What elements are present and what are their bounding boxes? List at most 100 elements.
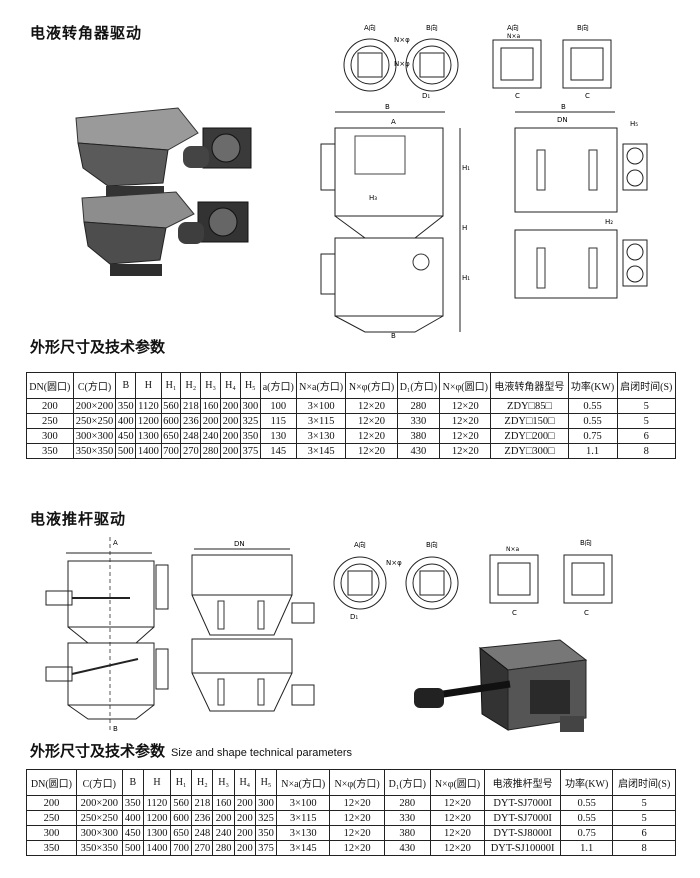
table-cell: 300×300 — [72, 428, 117, 444]
table-header-cell: H₁ — [160, 372, 182, 399]
table-cell: 12×20 — [345, 398, 398, 414]
h2-label: H₂ — [605, 218, 613, 226]
table-header-cell: H₄ — [233, 769, 256, 796]
n-phi-label-s2: N×φ — [386, 559, 402, 567]
table-header-cell: C(方口) — [75, 769, 123, 796]
table-cell: 12×20 — [345, 428, 398, 444]
nxa-label: N×a — [507, 33, 521, 40]
table-cell: 500 — [121, 840, 144, 856]
table-cell: 325 — [239, 413, 261, 429]
table-cell: 200 — [212, 810, 235, 826]
table-header-cell: N×φ(圆口) — [429, 769, 486, 796]
table-cell: 130 — [259, 428, 297, 444]
table-cell: 0.55 — [567, 398, 618, 414]
table-cell: 3×145 — [276, 840, 331, 856]
table-cell: 0.55 — [567, 413, 618, 429]
table-cell: 3×130 — [295, 428, 347, 444]
table-cell: 350×350 — [75, 840, 123, 856]
table-header-cell: H₅ — [239, 372, 261, 399]
table-cell: 400 — [115, 413, 137, 429]
nxa-label-s2: N×a — [506, 546, 520, 553]
table-cell: 560 — [170, 795, 193, 811]
table-header-cell: H₃ — [200, 372, 222, 399]
table-header-cell: N×a(方口) — [276, 769, 331, 796]
table-cell: 330 — [383, 810, 431, 826]
table-cell: 218 — [180, 398, 202, 414]
table-cell: 0.75 — [567, 428, 618, 444]
table-header-cell: 启闭时间(S) — [612, 769, 676, 796]
table-cell: 12×20 — [429, 840, 486, 856]
section1-front-elevation: B A H₁ H H₁ H₃ B — [320, 103, 470, 340]
table-cell: 380 — [396, 428, 441, 444]
table-cell: 12×20 — [329, 825, 385, 841]
table-cell: 12×20 — [329, 840, 385, 856]
table-cell: 12×20 — [429, 810, 486, 826]
rotary-actuator-valve-photo — [75, 107, 252, 276]
table-cell: 200 — [220, 443, 241, 459]
table-cell: 330 — [396, 413, 441, 429]
table-cell: 12×20 — [329, 810, 385, 826]
table-cell: 240 — [200, 428, 222, 444]
section1-title: 电液转角器驱动 — [30, 24, 143, 42]
table-header-cell: 启闭时间(S) — [616, 372, 676, 399]
table-cell: ZDY□200□ — [490, 428, 569, 444]
table-cell: 380 — [383, 825, 431, 841]
table-cell: 12×20 — [345, 443, 398, 459]
b-arrow-label-2: B — [113, 725, 118, 733]
table-header-cell: D₁(方口) — [383, 769, 431, 796]
section2-params-title-en: Size and shape technical parameters — [171, 747, 353, 759]
section2-params-title-cn: 外形尺寸及技术参数 — [30, 742, 166, 760]
b-view-label: B向 — [426, 23, 438, 32]
b-view-label-sq: B向 — [577, 23, 589, 32]
table-cell: 145 — [259, 443, 297, 459]
table-cell: 350 — [239, 428, 261, 444]
table-cell: 12×20 — [329, 795, 385, 811]
table-cell: 12×20 — [345, 413, 398, 429]
table-cell: 3×115 — [276, 810, 331, 826]
table-header-cell: N×a(方口) — [295, 372, 347, 399]
table-cell: ZDY□150□ — [490, 413, 569, 429]
c-label-s2b: C — [584, 609, 589, 617]
a-arrow-label-2: A — [113, 539, 118, 547]
table-cell: 3×115 — [295, 413, 347, 429]
table-cell: 200 — [220, 398, 241, 414]
table-cell: 160 — [200, 398, 222, 414]
h1-label: H₁ — [462, 164, 470, 172]
table-cell: 1120 — [142, 795, 172, 811]
table-cell: 6 — [616, 428, 676, 444]
table-header-cell: B — [115, 372, 137, 399]
table-cell: 300 — [239, 398, 261, 414]
table-cell: DYT-SJ10000I — [484, 840, 561, 856]
h3-label: H₃ — [369, 194, 377, 202]
h-label: H — [462, 224, 467, 232]
table-cell: 3×145 — [295, 443, 347, 459]
section1-side-elevation: B DN H₅ H₂ — [514, 103, 648, 299]
table-cell: 375 — [254, 840, 278, 856]
table-cell: 1400 — [135, 443, 162, 459]
a-view-label-2: A向 — [354, 540, 366, 549]
c-label-s2: C — [512, 609, 517, 617]
table-cell: 200 — [220, 428, 241, 444]
table-cell: 200 — [233, 825, 256, 841]
table-cell: DYT-SJ7000I — [484, 810, 561, 826]
section2-params-title: 外形尺寸及技术参数 Size and shape technical parame… — [30, 740, 352, 761]
table-cell: 1120 — [135, 398, 162, 414]
table-cell: 200 — [26, 398, 74, 414]
table-cell: 450 — [121, 825, 144, 841]
table-cell: 560 — [160, 398, 182, 414]
b-arrow-label: B — [391, 332, 396, 340]
table-cell: 1.1 — [559, 840, 614, 856]
table-cell: 0.75 — [559, 825, 614, 841]
table-cell: 500 — [115, 443, 137, 459]
table-cell: 450 — [115, 428, 137, 444]
dn-label: DN — [557, 116, 568, 124]
table-cell: 350 — [115, 398, 137, 414]
